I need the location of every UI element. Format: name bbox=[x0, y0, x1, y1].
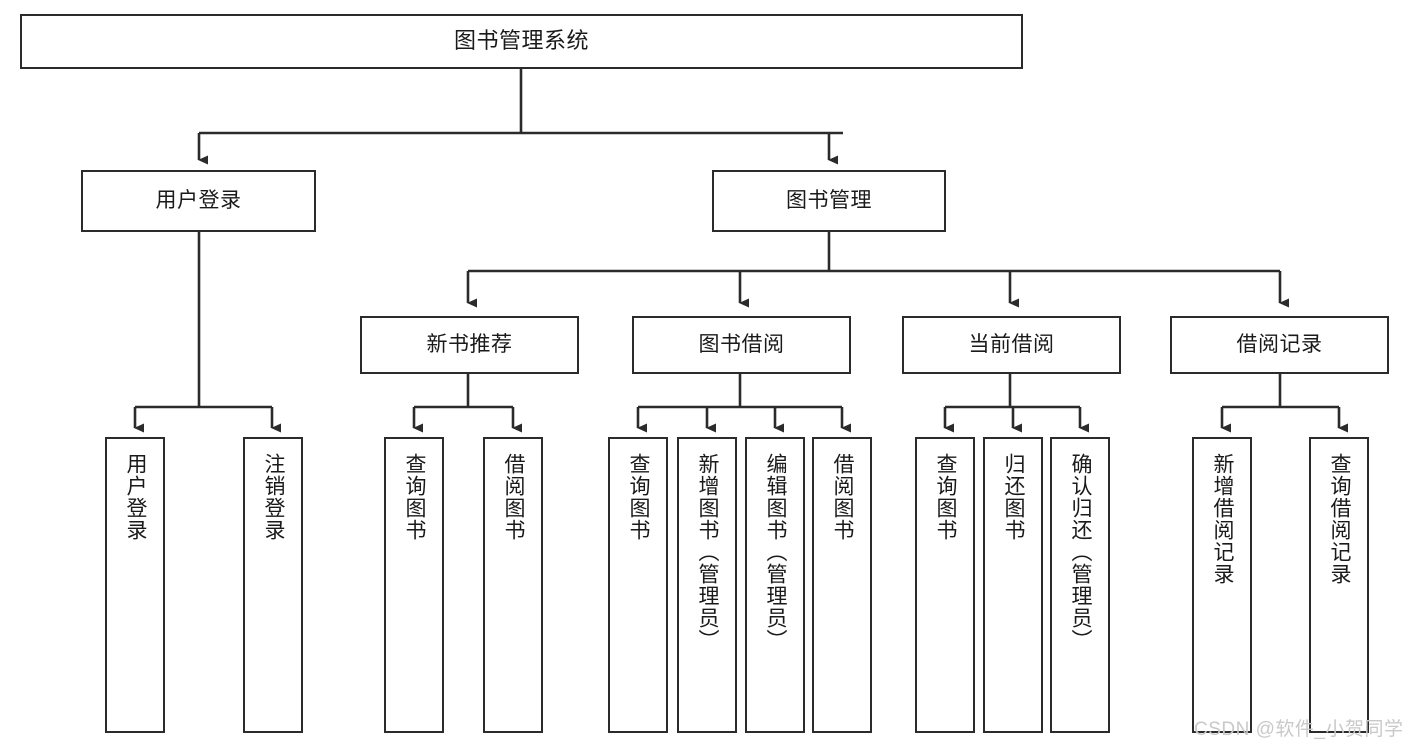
node-leaf-borrow-book-1[interactable]: 借阅图书 bbox=[483, 437, 543, 733]
node-book-borrow[interactable]: 图书借阅 bbox=[632, 316, 851, 374]
node-label: 借阅图书 bbox=[831, 453, 855, 541]
node-leaf-query-book-2[interactable]: 查询图书 bbox=[608, 437, 668, 733]
node-label: 借阅图书 bbox=[502, 453, 526, 541]
node-leaf-confirm-return[interactable]: 确认归还（管理员） bbox=[1050, 437, 1110, 733]
node-leaf-user-login[interactable]: 用户登录 bbox=[105, 437, 165, 733]
node-label: 查询图书 bbox=[403, 453, 427, 541]
node-label: 用户登录 bbox=[155, 189, 242, 213]
node-leaf-query-record[interactable]: 查询借阅记录 bbox=[1309, 437, 1369, 733]
node-leaf-return-book[interactable]: 归还图书 bbox=[983, 437, 1043, 733]
node-root-book-management-system[interactable]: 图书管理系统 bbox=[20, 14, 1023, 69]
node-label: 查询图书 bbox=[627, 453, 651, 541]
node-label: 新书推荐 bbox=[426, 333, 513, 357]
node-user-login[interactable]: 用户登录 bbox=[81, 170, 316, 232]
node-leaf-query-book-1[interactable]: 查询图书 bbox=[384, 437, 444, 733]
node-leaf-edit-book[interactable]: 编辑图书（管理员） bbox=[745, 437, 805, 733]
node-leaf-add-record[interactable]: 新增借阅记录 bbox=[1192, 437, 1252, 733]
node-label: 编辑图书（管理员） bbox=[764, 453, 788, 651]
node-leaf-borrow-book-2[interactable]: 借阅图书 bbox=[812, 437, 872, 733]
node-label: 查询借阅记录 bbox=[1328, 453, 1352, 585]
watermark-text: CSDN @软件_小贺同学 bbox=[1194, 719, 1404, 740]
node-current-borrow[interactable]: 当前借阅 bbox=[902, 316, 1121, 374]
node-label: 用户登录 bbox=[124, 453, 148, 541]
node-label: 注销登录 bbox=[262, 453, 286, 541]
node-label: 查询图书 bbox=[934, 453, 958, 541]
node-label: 图书管理 bbox=[786, 189, 872, 213]
node-label: 借阅记录 bbox=[1236, 333, 1323, 357]
node-book-manage[interactable]: 图书管理 bbox=[712, 170, 946, 232]
node-label: 新增借阅记录 bbox=[1211, 453, 1235, 585]
node-label: 确认归还（管理员） bbox=[1069, 453, 1093, 651]
node-label: 图书借阅 bbox=[698, 333, 785, 357]
node-label: 当前借阅 bbox=[968, 333, 1055, 357]
node-borrow-record[interactable]: 借阅记录 bbox=[1170, 316, 1389, 374]
node-new-book-recommend[interactable]: 新书推荐 bbox=[360, 316, 579, 374]
node-label: 新增图书（管理员） bbox=[696, 453, 720, 651]
node-label: 归还图书 bbox=[1002, 453, 1026, 541]
node-leaf-add-book[interactable]: 新增图书（管理员） bbox=[677, 437, 737, 733]
node-leaf-query-book-3[interactable]: 查询图书 bbox=[915, 437, 975, 733]
node-leaf-logout-login[interactable]: 注销登录 bbox=[243, 437, 303, 733]
node-label: 图书管理系统 bbox=[453, 28, 589, 54]
